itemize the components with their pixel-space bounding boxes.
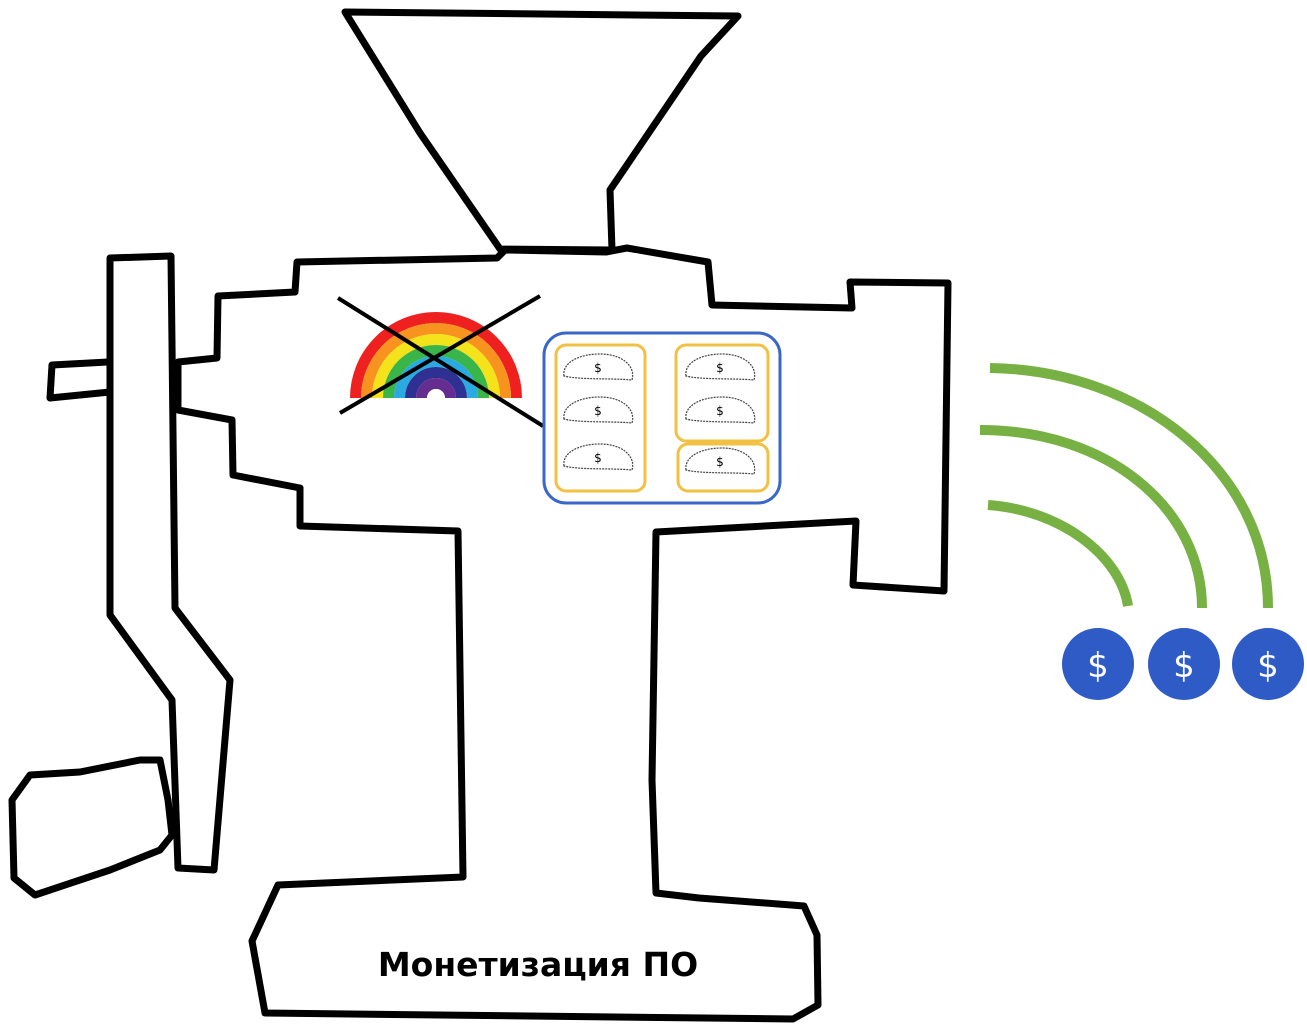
rainbow-band (350, 312, 522, 399)
grinder-hopper (341, 8, 742, 254)
dumpling-box-right-bottom (676, 442, 770, 493)
dumpling-icon: $ (563, 396, 634, 424)
dollar-coin-icon: $ (1062, 628, 1134, 700)
tray-border (542, 331, 782, 505)
signal-wave-inner (987, 500, 1133, 607)
cross-line-2 (338, 294, 542, 415)
signal-waves-icon (979, 363, 1273, 609)
dumpling-icon: $ (685, 353, 756, 381)
dumpling-icon: $ (685, 447, 756, 475)
rainbow-band (361, 323, 511, 399)
dollar-coin-icon: $ (1232, 628, 1304, 700)
dumpling-tray: $ $ $ $ $ $ (542, 331, 782, 505)
rainbow-band (416, 378, 456, 399)
dumpling-label: $ (716, 404, 724, 418)
dumpling-box-right-top (674, 343, 770, 443)
dumpling-icon: $ (685, 396, 756, 424)
caption: Монетизация ПО (378, 945, 698, 984)
dollar-coin-icon: $ (1148, 628, 1220, 700)
grinder-body (174, 244, 952, 1023)
cross-line-1 (336, 296, 545, 428)
coin-symbol: $ (1173, 646, 1195, 686)
coin-symbol: $ (1087, 646, 1109, 686)
dumpling-label: $ (594, 451, 602, 465)
dumpling-label: $ (594, 404, 602, 418)
dumpling-icon: $ (563, 353, 634, 381)
rainbow-band (372, 334, 500, 399)
dumpling-label: $ (594, 361, 602, 375)
dumpling-label: $ (716, 455, 724, 469)
rainbow-arcs (350, 312, 522, 399)
dumpling-icon: $ (563, 443, 634, 471)
coin-symbol: $ (1257, 646, 1279, 686)
rainbow-band (405, 367, 467, 399)
signal-wave-outer (989, 363, 1273, 609)
rainbow-band (394, 356, 478, 399)
dumplings: $ $ $ $ $ $ (563, 353, 756, 475)
coins: $ $ $ (1062, 628, 1304, 700)
crossed-rainbow-icon (336, 294, 545, 428)
coin-circle (1232, 628, 1304, 700)
dumpling-box-left (554, 343, 647, 493)
signal-wave-middle (979, 425, 1207, 609)
dumpling-label: $ (716, 361, 724, 375)
coin-circle (1062, 628, 1134, 700)
rainbow-center (427, 389, 445, 398)
grinder-handle (8, 252, 234, 899)
coin-circle (1148, 628, 1220, 700)
rainbow-band (383, 345, 489, 399)
